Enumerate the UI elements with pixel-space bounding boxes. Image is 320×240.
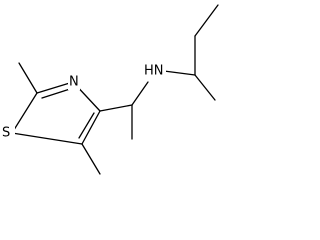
bond-c2-n3-inner [41,88,71,99]
bond-nh-ch [163,70,196,76]
bond-ch-nh [131,81,149,106]
amine-label: HN [144,64,164,79]
ring-nitrogen-label: N [69,75,79,90]
sulfur-label-bg [1,124,15,141]
bond-c4-c5-inner [78,112,95,139]
structure-diagram: N S HN [1,4,219,175]
bond-c2-n3 [36,81,74,94]
bond-s1-c2 [11,92,38,134]
sulfur-label: S [2,126,10,141]
bond-c5-methyl [81,143,101,175]
ring-nitrogen-label-bg [68,75,80,90]
bond-ch2-ch3 [194,4,219,37]
bond-c4-c5 [81,110,101,145]
bond-c5-s1 [11,132,83,145]
bond-c2-methyl [18,62,38,94]
amine-label-bg [143,63,166,80]
bond-c4-ch [99,104,133,112]
bond-ch-methyl-2 [194,74,216,101]
